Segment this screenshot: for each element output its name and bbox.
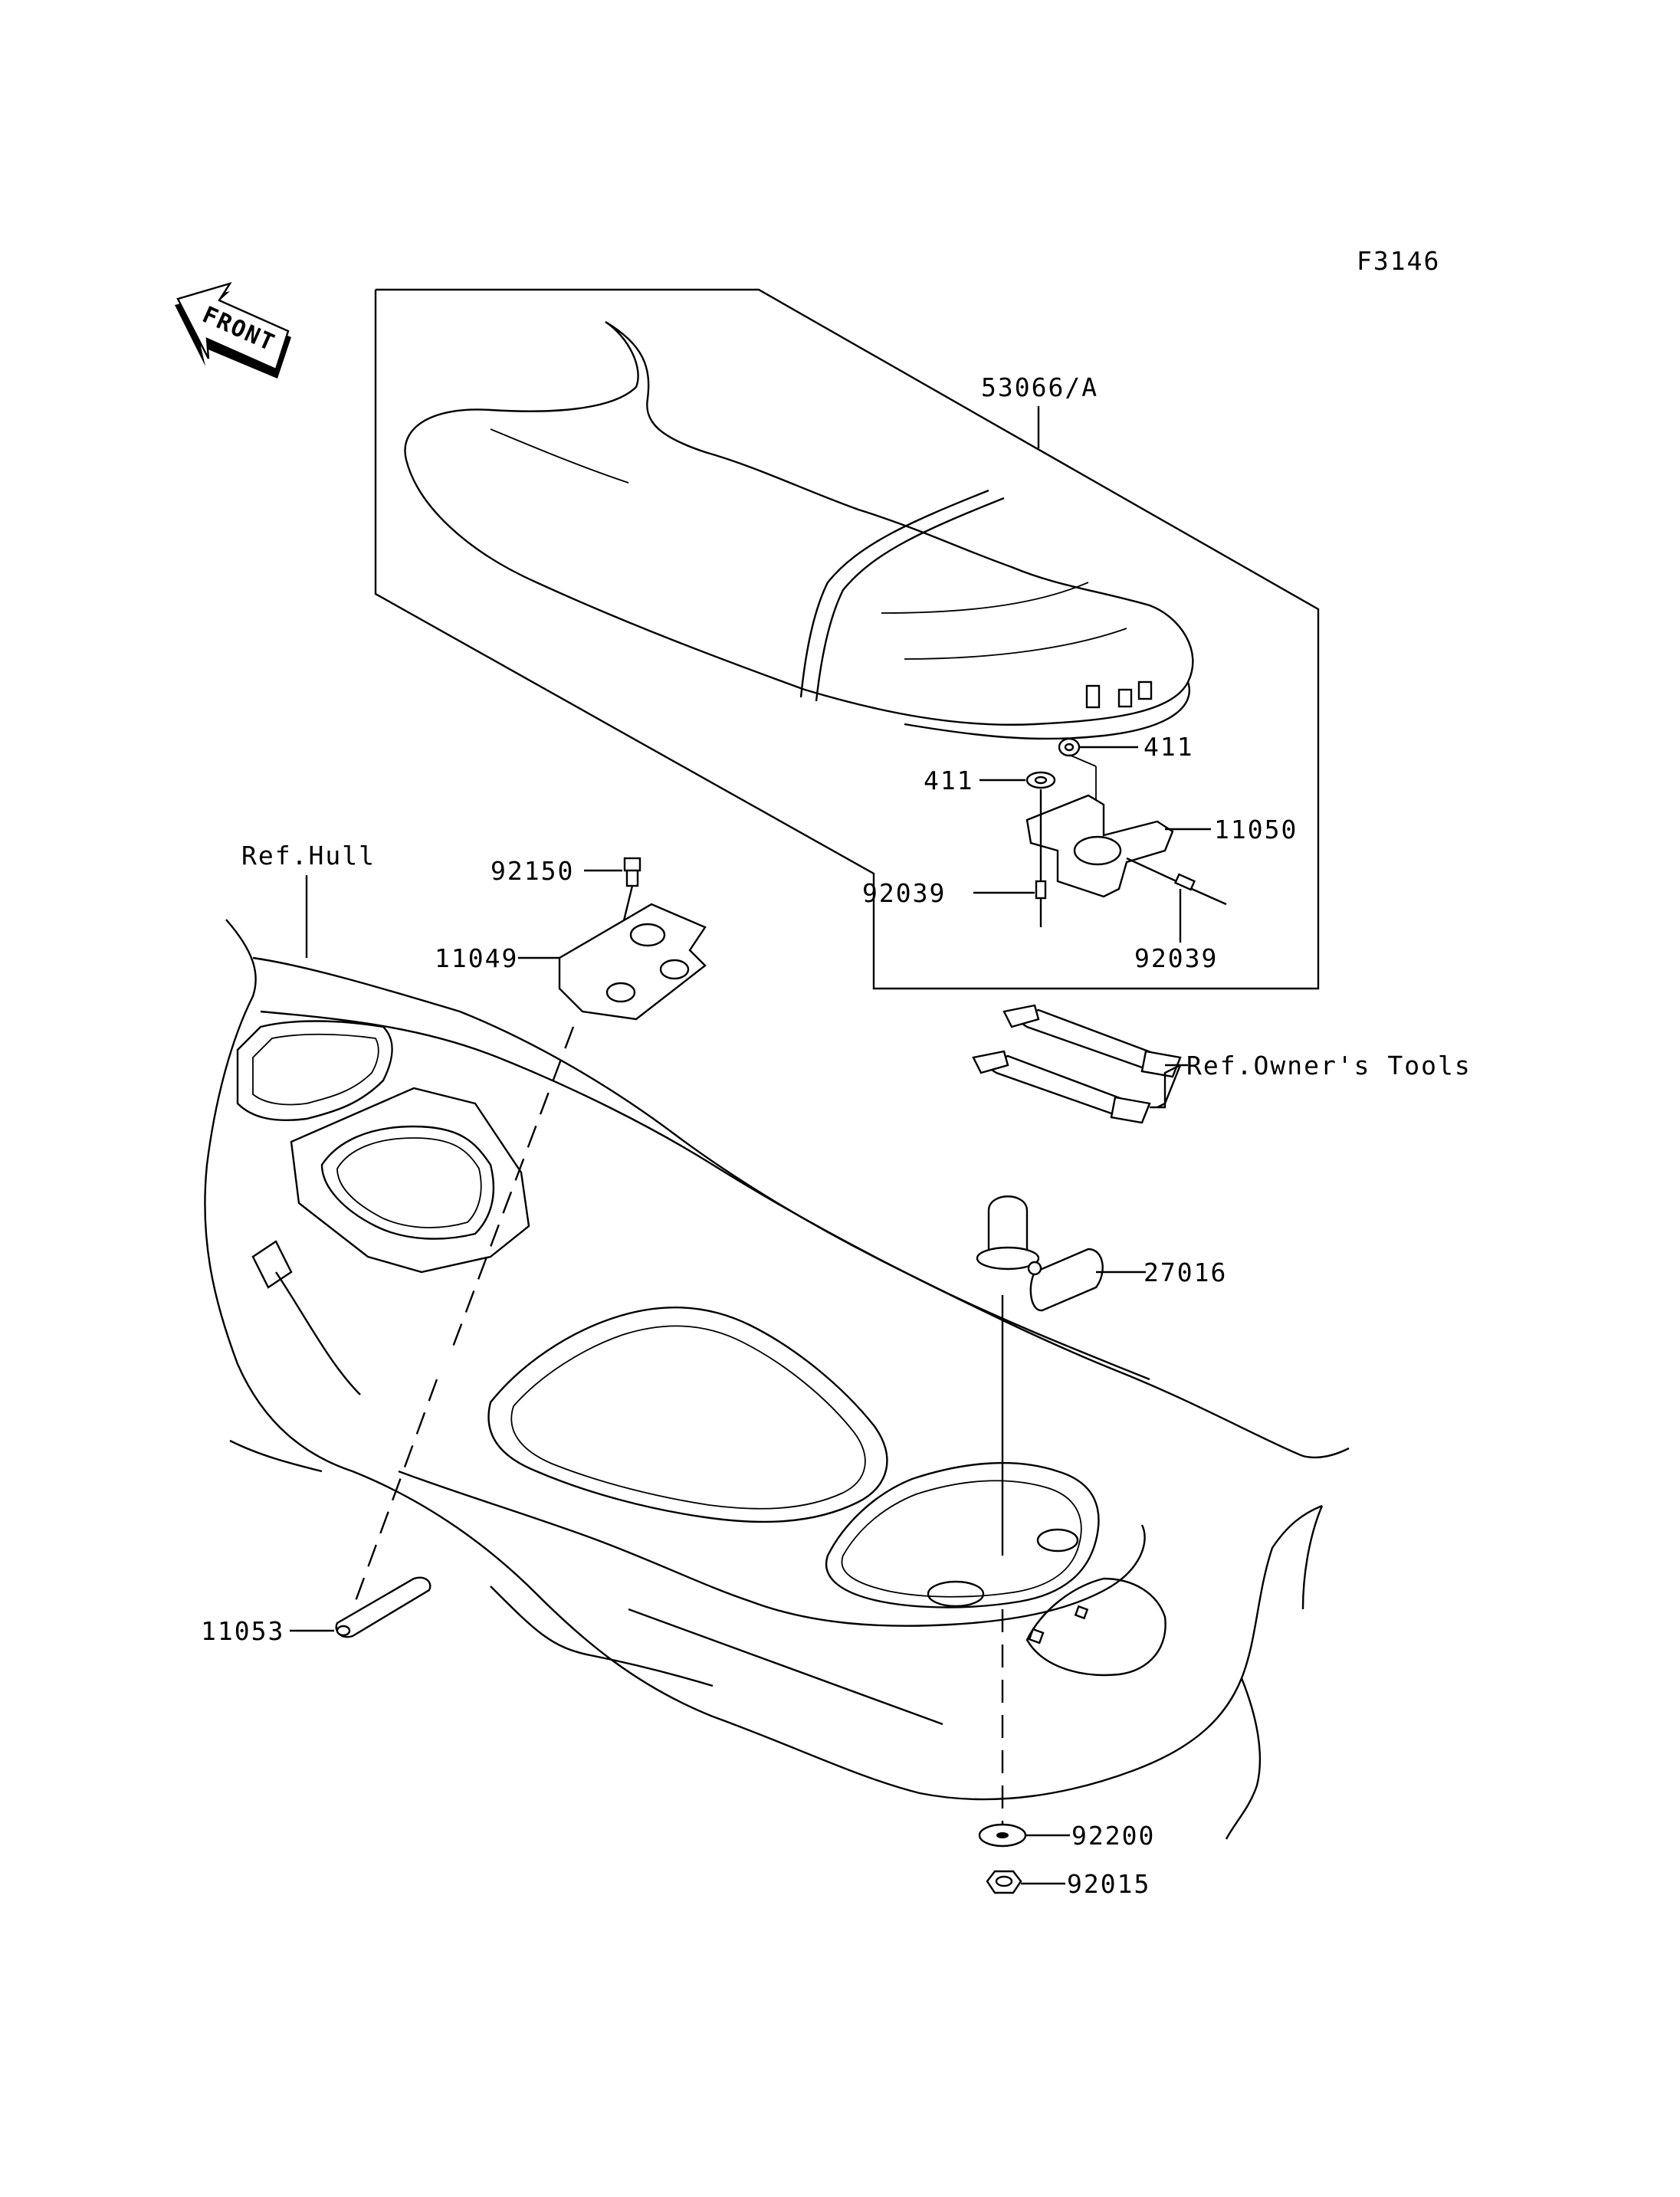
straps-drawing (972, 1004, 1182, 1124)
label-bracket: 11050 (1214, 815, 1298, 844)
label-rivet-left: 92039 (862, 878, 946, 908)
front-arrow-icon: FRONT (175, 281, 291, 379)
label-bolt: 92150 (491, 856, 574, 886)
cap-part (976, 1195, 1104, 1312)
diagram-code: F3146 (1357, 246, 1440, 276)
rivet-right (1126, 857, 1227, 906)
label-washer-lower: 411 (924, 766, 974, 795)
label-rivet-right: 92039 (1134, 943, 1218, 973)
rivet-left (1035, 789, 1047, 927)
seat-assembly-frame (374, 288, 1320, 990)
label-plate: 11053 (201, 1616, 284, 1646)
label-ref-hull: Ref.Hull (241, 841, 376, 871)
washer-bottom-part (978, 1823, 1027, 1848)
hook-part (558, 903, 707, 1021)
label-hook: 11049 (435, 943, 518, 973)
seat-drawing (404, 320, 1194, 740)
label-washer-upper: 411 (1144, 732, 1194, 762)
nut-part (986, 1870, 1022, 1894)
label-ref-owners-tools: Ref.Owner's Tools (1186, 1051, 1472, 1080)
plate-part (335, 1576, 431, 1638)
label-seat: 53066/A (981, 372, 1098, 402)
hull-drawing (204, 919, 1350, 1840)
label-cap: 27016 (1144, 1258, 1227, 1287)
label-nut: 92015 (1067, 1869, 1150, 1899)
label-washer-bottom: 92200 (1071, 1821, 1155, 1851)
bracket-part (1025, 754, 1174, 898)
